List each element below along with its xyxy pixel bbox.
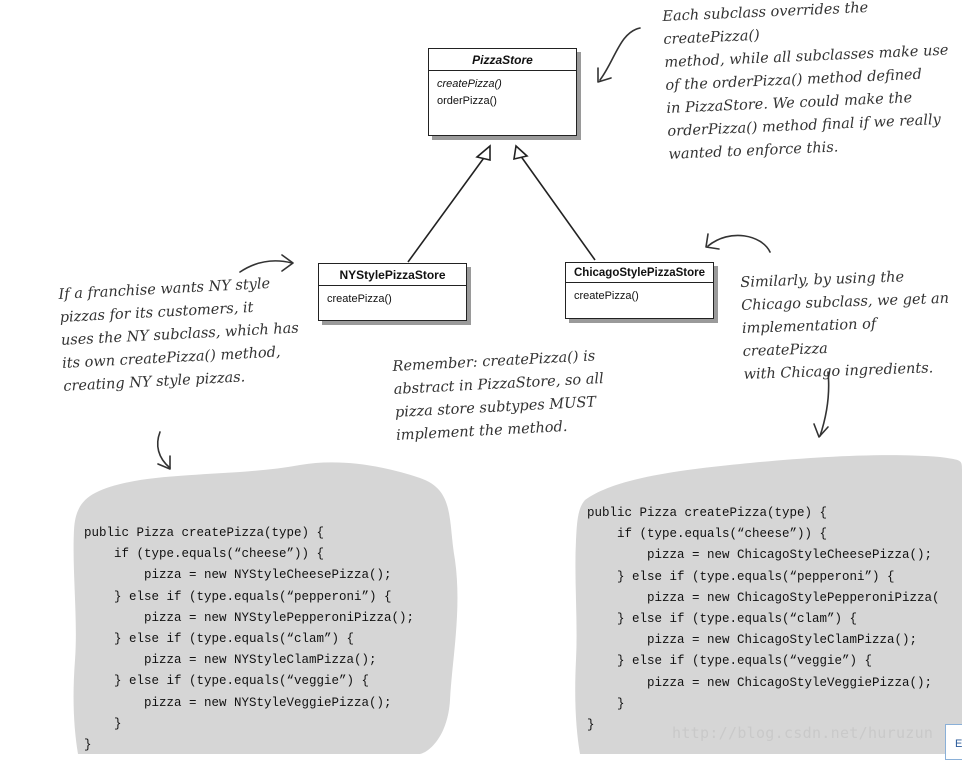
note-center: Remember: createPizza() is abstract in P… [392,344,626,448]
class-methods-chicago-style-pizza-store: createPizza() [566,283,713,311]
code-blob-chicago [575,455,962,754]
curved-arrow-right-note [705,233,771,253]
curved-arrow-top-note [597,27,641,83]
class-box-chicago-style-pizza-store[interactable]: ChicagoStylePizzaStore createPizza() [565,262,714,319]
method-order-pizza: orderPizza() [437,95,497,107]
method-create-pizza: createPizza() [327,293,392,305]
code-block-chicago: public Pizza createPizza(type) { if (typ… [587,506,940,733]
inheritance-arrow-chicago [513,144,596,261]
corner-chip[interactable]: E [945,724,962,760]
class-box-pizzastore[interactable]: PizzaStore createPizza() orderPizza() [428,48,577,136]
method-create-pizza: createPizza() [437,78,502,90]
inheritance-arrowhead-ny [475,144,491,162]
note-top-right: Each subclass overrides the createPizza(… [662,0,962,167]
curved-arrow-right-down [813,371,830,438]
class-methods-ny-style-pizza-store: createPizza() [319,286,466,314]
class-name-chicago-style-pizza-store: ChicagoStylePizzaStore [566,263,713,283]
class-name-pizzastore: PizzaStore [429,49,576,71]
curved-arrow-left-down [156,431,171,470]
code-block-ny: public Pizza createPizza(type) { if (typ… [84,526,415,753]
note-right: Similarly, by using the Chicago subclass… [740,264,962,387]
note-left: If a franchise wants NY style pizzas for… [58,271,304,398]
curved-arrow-left-note [239,254,294,273]
inheritance-arrowhead-chicago [513,144,529,161]
note-line: implementation of createPizza [741,316,877,360]
code-blob-ny [73,462,458,754]
corner-chip-label: E [955,738,962,750]
inheritance-arrow-ny [407,144,491,263]
method-create-pizza: createPizza() [574,290,639,302]
class-box-ny-style-pizza-store[interactable]: NYStylePizzaStore createPizza() [318,263,467,321]
class-methods-pizzastore: createPizza() orderPizza() [429,71,576,116]
class-name-ny-style-pizza-store: NYStylePizzaStore [319,264,466,286]
watermark: http://blog.csdn.net/huruzun [672,724,934,742]
